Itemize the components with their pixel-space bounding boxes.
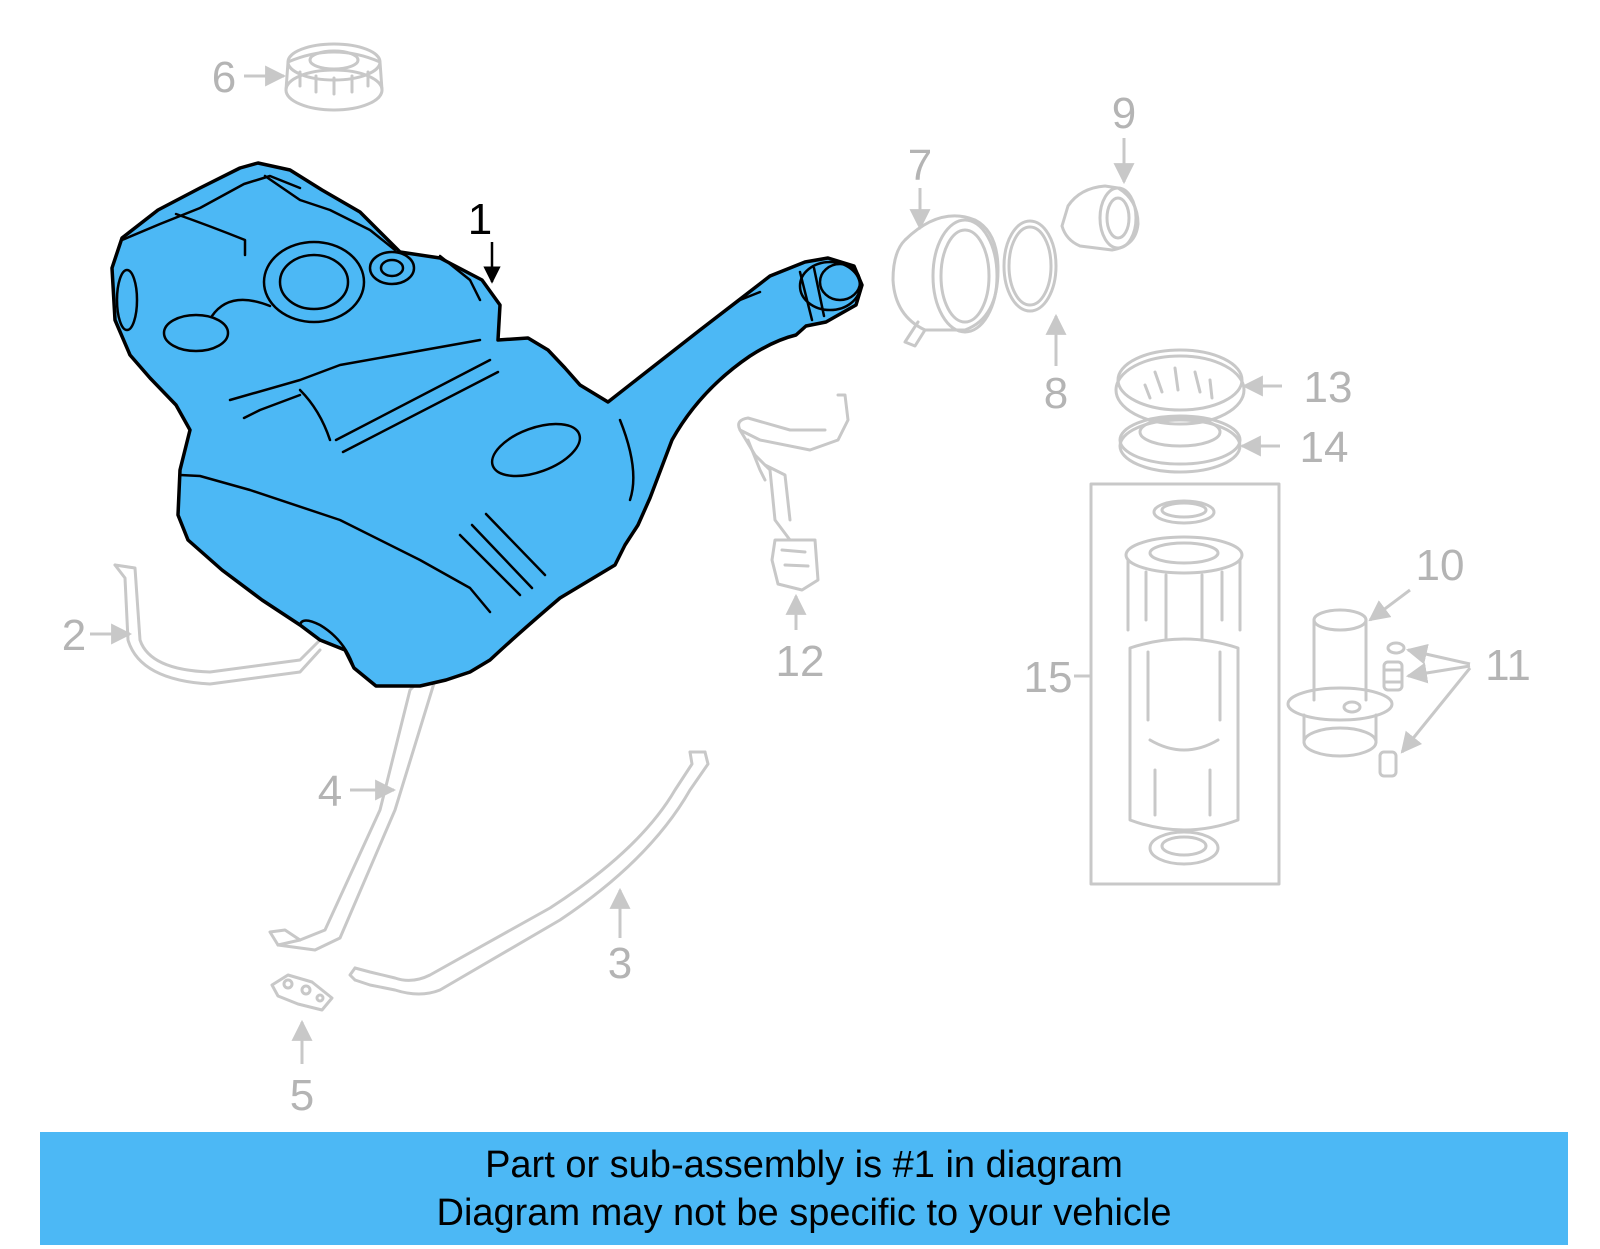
callout-11-label: 11 bbox=[1485, 641, 1531, 690]
callout-12-label: 12 bbox=[776, 637, 825, 686]
callout-8-label: 8 bbox=[1044, 369, 1068, 418]
callout-11-leader-a bbox=[1405, 643, 1471, 666]
part-4-strap[interactable] bbox=[268, 678, 437, 952]
callout-2-label: 2 bbox=[62, 611, 86, 660]
callout-10[interactable]: 10 bbox=[1368, 541, 1465, 622]
callout-9-label: 9 bbox=[1112, 89, 1136, 138]
parts-diagram: 1 2 3 4 5 6 7 8 9 10 11 1 bbox=[62, 42, 1531, 1120]
part-15-pump-module[interactable] bbox=[1089, 482, 1281, 886]
callout-11-leader-c bbox=[1400, 667, 1472, 754]
callout-11-leader-b bbox=[1405, 662, 1471, 684]
callout-3-label: 3 bbox=[608, 939, 632, 988]
part-9-cap[interactable] bbox=[1060, 184, 1140, 252]
callout-13[interactable]: 13 bbox=[1241, 363, 1353, 412]
part-7-filler-collar[interactable] bbox=[891, 214, 1000, 348]
callout-11[interactable]: 11 bbox=[1400, 641, 1531, 754]
callout-14[interactable]: 14 bbox=[1239, 423, 1349, 472]
callout-1[interactable]: 1 bbox=[468, 195, 501, 284]
callout-10-label: 10 bbox=[1416, 541, 1465, 590]
callout-6[interactable]: 6 bbox=[212, 53, 287, 102]
callout-9[interactable]: 9 bbox=[1112, 89, 1136, 185]
part-13-lock-ring[interactable] bbox=[1114, 348, 1246, 426]
part-3-strap[interactable] bbox=[348, 750, 710, 996]
callout-12[interactable]: 12 bbox=[776, 593, 825, 686]
fuel-tank-body bbox=[110, 161, 864, 688]
callout-5-label: 5 bbox=[290, 1071, 314, 1120]
callout-3[interactable]: 3 bbox=[608, 887, 632, 988]
banner-line-2: Diagram may not be specific to your vehi… bbox=[436, 1191, 1172, 1234]
part-11-clips[interactable] bbox=[1378, 641, 1406, 778]
callout-4[interactable]: 4 bbox=[318, 767, 397, 816]
callout-7-label: 7 bbox=[908, 141, 932, 190]
callout-7[interactable]: 7 bbox=[908, 141, 932, 231]
callout-10-leader bbox=[1368, 588, 1411, 622]
callout-14-label: 14 bbox=[1300, 423, 1349, 472]
callout-15[interactable]: 15 bbox=[1024, 653, 1092, 702]
part-1-fuel-tank[interactable] bbox=[110, 161, 864, 688]
callout-4-label: 4 bbox=[318, 767, 342, 816]
callout-15-label: 15 bbox=[1024, 653, 1073, 702]
callout-2[interactable]: 2 bbox=[62, 611, 133, 660]
part-5-bracket[interactable] bbox=[270, 973, 334, 1012]
callout-13-label: 13 bbox=[1304, 363, 1353, 412]
part-10-fuel-pump[interactable] bbox=[1286, 608, 1394, 758]
part-6-filler-cap[interactable] bbox=[284, 42, 384, 112]
banner-line-1: Part or sub-assembly is #1 in diagram bbox=[485, 1143, 1123, 1186]
callout-8[interactable]: 8 bbox=[1044, 313, 1068, 418]
part-8-seal-ring[interactable] bbox=[1002, 219, 1058, 313]
callout-6-label: 6 bbox=[212, 53, 236, 102]
callout-5[interactable]: 5 bbox=[290, 1019, 314, 1120]
part-12-sending-unit[interactable] bbox=[737, 393, 850, 592]
callout-1-label: 1 bbox=[468, 195, 492, 244]
info-banner: Part or sub-assembly is #1 in diagram Di… bbox=[40, 1132, 1568, 1245]
